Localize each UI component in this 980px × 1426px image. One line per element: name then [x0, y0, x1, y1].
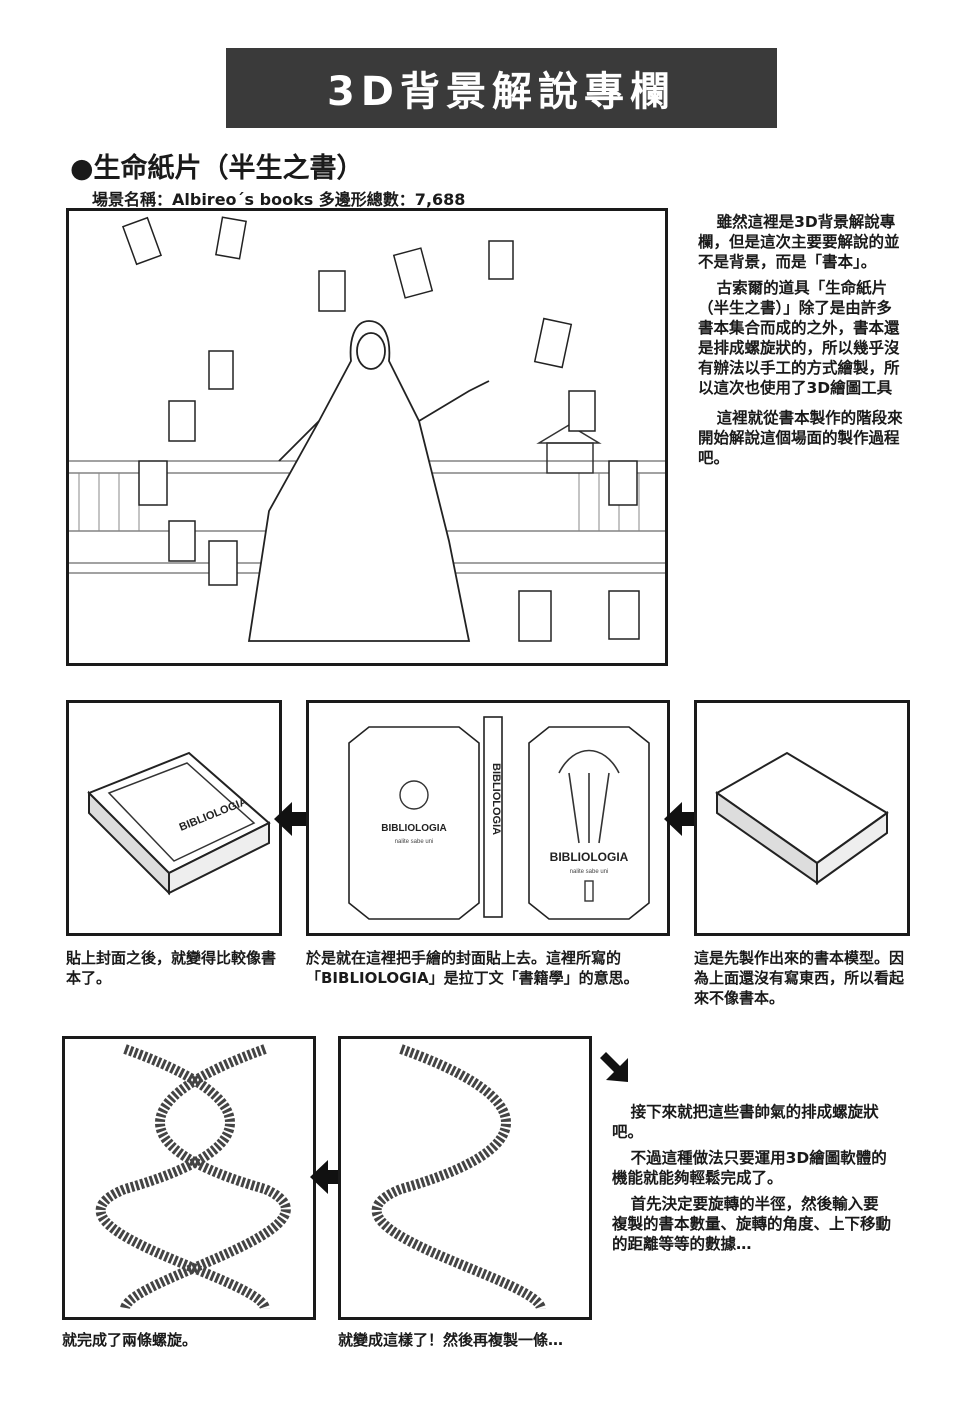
caption-single-spiral: 就變成這樣了！然後再複製一條…	[338, 1331, 564, 1349]
arrow-left-3-icon	[310, 1160, 350, 1198]
crest-icon	[399, 780, 429, 810]
textured-book-drawing: BIBLIOLOGIA	[87, 751, 271, 896]
textured-book-panel: BIBLIOLOGIA	[66, 700, 282, 936]
arrow-left-2-icon	[664, 802, 704, 840]
keyhole-icon	[584, 880, 594, 902]
double-spiral-panel	[62, 1036, 316, 1320]
front-cover-title: BIBLIOLOGIA	[550, 850, 629, 864]
spiral-paragraph: 不過這種做法只要運用3D繪圖軟體的機能就能夠輕鬆完成了。	[612, 1149, 887, 1187]
front-cover-subtitle: nalite sabe uni	[570, 869, 609, 875]
scene-drawing	[69, 211, 665, 663]
cover-texture-panel: BIBLIOLOGIA nalite sabe uni BIBLIOLOGIA …	[306, 700, 670, 936]
caption-textured-book: 貼上封面之後，就變得比較像書本了。	[66, 949, 277, 987]
blank-book-drawing	[715, 751, 889, 885]
caption-cover-texture: 於是就在這裡把手繪的封面貼上去。這裡所寫的「BIBLIOLOGIA」是拉丁文「書…	[306, 949, 639, 987]
scene-info: 場景名稱：Albireo´s books 多邊形總數：7,688	[92, 190, 466, 209]
intro-paragraph: 這裡就從書本製作的階段來開始解說這個場面的製作過程吧。	[698, 409, 903, 467]
intro-text: 雖然這裡是3D背景解說專欄，但是這次主要要解說的並不是背景，而是「書本」。 古索…	[698, 212, 904, 474]
blank-book-panel	[694, 700, 910, 936]
caption-double-spiral: 就完成了兩條螺旋。	[62, 1331, 198, 1349]
arrow-left-1-icon	[274, 802, 314, 840]
spiral-paragraph: 首先決定要旋轉的半徑，然後輸入要複製的書本數量、旋轉的角度、上下移動的距離等等的…	[612, 1195, 892, 1253]
main-illustration	[66, 208, 668, 666]
intro-paragraph: 雖然這裡是3D背景解說專欄，但是這次主要要解說的並不是背景，而是「書本」。	[698, 213, 900, 271]
cover-texture-drawing: BIBLIOLOGIA nalite sabe uni BIBLIOLOGIA …	[348, 716, 650, 920]
column-header: 3D背景解說專欄	[226, 48, 777, 128]
back-cover-title: BIBLIOLOGIA	[381, 823, 447, 834]
intro-paragraph: 古索爾的道具「生命紙片（半生之書）」除了是由許多書本集合而成的之外，書本還是排成…	[698, 279, 900, 397]
double-spiral-drawing	[95, 1044, 291, 1311]
spiral-text: 接下來就把這些書帥氣的排成螺旋狀吧。 不過這種做法只要運用3D繪圖軟體的機能就能…	[612, 1102, 894, 1260]
back-cover-subtitle: nalite sabe uni	[395, 839, 434, 845]
single-spiral-drawing	[371, 1044, 546, 1311]
column-title: 3D背景解說專欄	[326, 69, 677, 115]
spine-title: BIBLIOLOGIA	[490, 763, 502, 835]
caption-blank-book: 這是先製作出來的書本模型。因為上面還沒有寫東西，所以看起來不像書本。	[694, 949, 905, 1007]
spiral-paragraph: 接下來就把這些書帥氣的排成螺旋狀吧。	[612, 1103, 879, 1141]
single-spiral-panel	[338, 1036, 592, 1320]
arrow-down-right-icon	[598, 1048, 638, 1092]
section-title: ●生命紙片（半生之書）	[70, 153, 364, 184]
